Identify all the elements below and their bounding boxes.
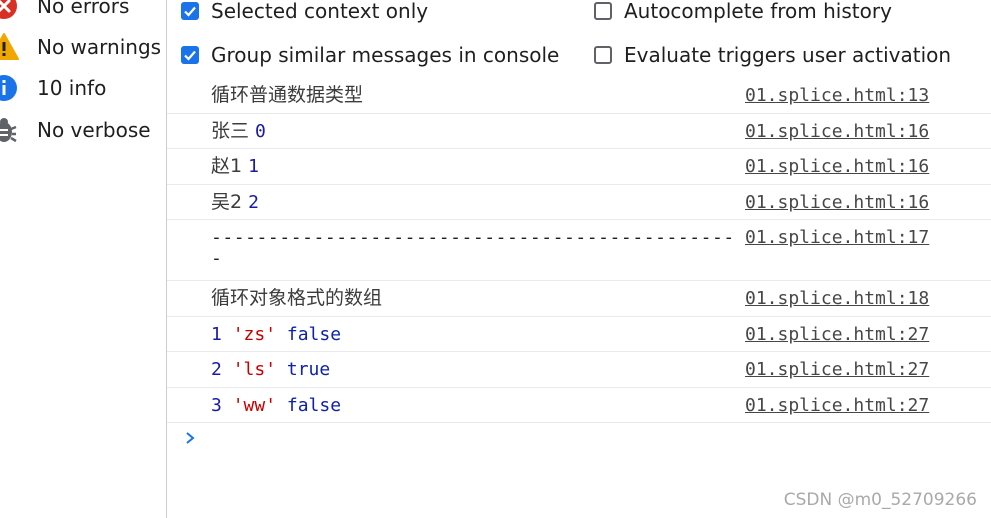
- sidebar-item-errors[interactable]: No errors: [0, 0, 166, 26]
- console-message[interactable]: 循环对象格式的数组 01.splice.html:18: [167, 281, 991, 317]
- message-text: 赵1 1: [211, 155, 259, 178]
- console-message[interactable]: 吴2 2 01.splice.html:16: [167, 185, 991, 220]
- error-icon: [0, 0, 17, 19]
- source-link[interactable]: 01.splice.html:16: [745, 156, 930, 177]
- sidebar-item-label: 10 info: [37, 76, 107, 100]
- message-text: 2 'ls' true: [211, 359, 331, 380]
- message-text: 吴2 2: [211, 191, 259, 214]
- sidebar-item-label: No warnings: [37, 35, 162, 59]
- checkmark-icon: [184, 50, 196, 61]
- chevron-right-icon[interactable]: [181, 428, 201, 448]
- info-icon: [0, 75, 17, 101]
- source-link[interactable]: 01.splice.html:27: [745, 359, 930, 380]
- option-label: Group similar messages in console: [211, 43, 560, 67]
- option-label: Selected context only: [211, 0, 429, 23]
- source-link[interactable]: 01.splice.html:17: [745, 227, 930, 248]
- console-sidebar: No errors No warnings 10 info No verbose: [0, 0, 167, 518]
- message-text: ----------------------------------------…: [211, 227, 735, 269]
- console-settings-bar: Selected context only Autocomplete from …: [167, 0, 991, 79]
- sidebar-item-label: No verbose: [37, 118, 151, 142]
- group-similar-checkbox[interactable]: [181, 46, 199, 64]
- group-similar-option[interactable]: Group similar messages in console: [181, 40, 559, 70]
- warning-icon: [0, 33, 19, 60]
- checkmark-icon: [184, 6, 196, 17]
- option-label: Autocomplete from history: [624, 0, 892, 23]
- autocomplete-history-checkbox[interactable]: [594, 2, 612, 20]
- source-link[interactable]: 01.splice.html:18: [745, 288, 930, 309]
- message-text: 循环对象格式的数组: [211, 287, 383, 309]
- console-message[interactable]: 张三 0 01.splice.html:16: [167, 114, 991, 149]
- selected-context-only-checkbox[interactable]: [181, 2, 199, 20]
- bug-icon: [0, 118, 17, 143]
- source-link[interactable]: 01.splice.html:16: [745, 192, 930, 213]
- console-message[interactable]: ----------------------------------------…: [167, 220, 991, 281]
- sidebar-item-warnings[interactable]: No warnings: [0, 27, 166, 67]
- autocomplete-history-option[interactable]: Autocomplete from history: [594, 0, 892, 26]
- evaluate-triggers-option[interactable]: Evaluate triggers user activation: [594, 40, 951, 70]
- sidebar-item-label: No errors: [37, 0, 130, 18]
- console-message[interactable]: 3 'ww' false 01.splice.html:27: [167, 388, 991, 423]
- message-text: 1 'zs' false: [211, 324, 342, 345]
- evaluate-triggers-checkbox[interactable]: [594, 46, 612, 64]
- source-link[interactable]: 01.splice.html:27: [745, 395, 930, 416]
- source-link[interactable]: 01.splice.html:16: [745, 121, 930, 142]
- console-message[interactable]: 赵1 1 01.splice.html:16: [167, 149, 991, 185]
- message-text: 循环普通数据类型: [211, 84, 364, 106]
- sidebar-item-verbose[interactable]: No verbose: [0, 110, 166, 150]
- console-messages[interactable]: 循环普通数据类型 01.splice.html:13 张三 0 01.splic…: [167, 78, 991, 518]
- message-text: 张三 0: [211, 120, 266, 143]
- watermark: CSDN @m0_52709266: [783, 490, 977, 510]
- console-message[interactable]: 2 'ls' true 01.splice.html:27: [167, 352, 991, 388]
- selected-context-only-option[interactable]: Selected context only: [181, 0, 428, 26]
- console-message[interactable]: 1 'zs' false 01.splice.html:27: [167, 317, 991, 352]
- source-link[interactable]: 01.splice.html:27: [745, 324, 930, 345]
- option-label: Evaluate triggers user activation: [624, 43, 952, 67]
- sidebar-item-info[interactable]: 10 info: [0, 68, 166, 108]
- message-text: 3 'ww' false: [211, 395, 342, 416]
- source-link[interactable]: 01.splice.html:13: [745, 85, 930, 106]
- console-message[interactable]: 循环普通数据类型 01.splice.html:13: [167, 78, 991, 114]
